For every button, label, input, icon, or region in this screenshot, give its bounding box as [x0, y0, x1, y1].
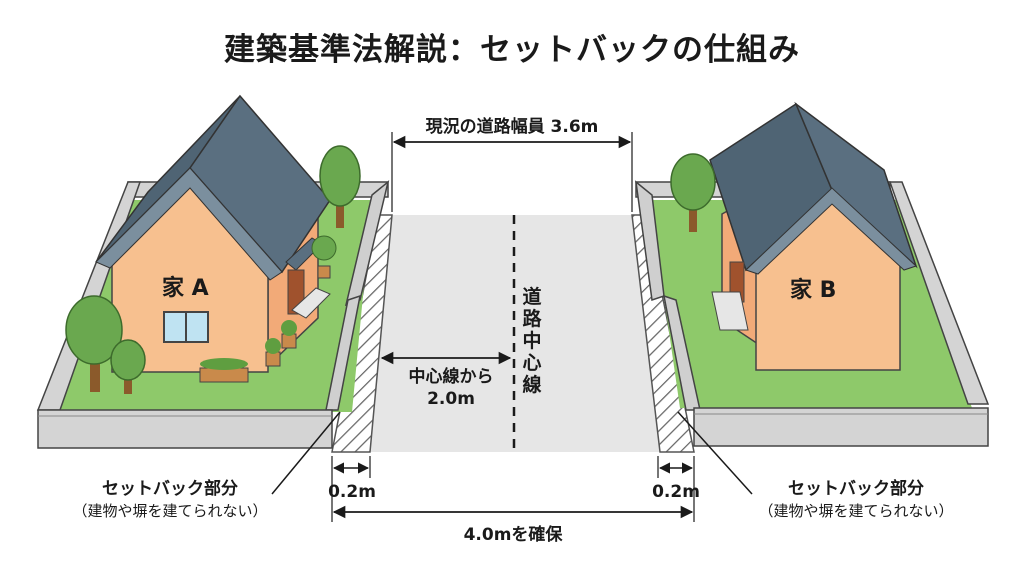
leader-right — [677, 411, 753, 495]
house-a-roof-eave — [95, 167, 283, 281]
fence-right-side — [888, 181, 990, 405]
centerline-label: 道路中心線 — [522, 286, 542, 396]
tree-left-front-large — [65, 295, 123, 392]
flower-pot-1 — [265, 351, 281, 367]
fence-left-front — [37, 409, 333, 449]
setback-right-label: セットバック部分 — [788, 479, 924, 499]
setback-width-right: 0.2m — [652, 482, 700, 502]
flower-pot-3 — [317, 265, 331, 279]
from-center-line2: 2.0m — [427, 389, 475, 409]
tree-right-back — [670, 153, 716, 232]
tree-left-front-small — [110, 339, 146, 394]
flower-pot-2 — [281, 333, 297, 349]
house-a-label: 家 A — [162, 276, 209, 301]
from-center-line1: 中心線から — [408, 367, 494, 387]
setback-left-note: （建物や塀を建てられない） — [72, 502, 268, 520]
fence-left-road — [344, 180, 390, 307]
house-b-label: 家 B — [790, 278, 837, 303]
house-b-step — [711, 291, 749, 331]
setback-left-annotation: セットバック部分 （建物や塀を建てられない） — [52, 478, 288, 522]
setback-left-label: セットバック部分 — [102, 479, 238, 499]
setback-width-left: 0.2m — [328, 482, 376, 502]
secured-width-label: 4.0mを確保 — [463, 525, 563, 545]
from-center-label: 中心線から 2.0m — [392, 366, 510, 410]
tree-left-back — [319, 145, 361, 228]
fence-right-front — [693, 407, 989, 447]
right-lot — [635, 101, 990, 447]
leader-left — [271, 411, 341, 495]
setback-right-annotation: セットバック部分 （建物や塀を建てられない） — [738, 478, 974, 522]
fence-left-road-lower — [325, 294, 361, 411]
planter-box — [199, 367, 249, 383]
house-a-bench — [291, 287, 331, 319]
page-title: 建築基準法解説：セットバックの仕組み — [224, 32, 800, 68]
setback-right-note: （建物や塀を建てられない） — [758, 502, 954, 520]
house-b-roof-eave — [745, 187, 917, 275]
road-width-label: 現況の道路幅員 3.6m — [425, 117, 599, 137]
left-lot — [36, 94, 390, 449]
